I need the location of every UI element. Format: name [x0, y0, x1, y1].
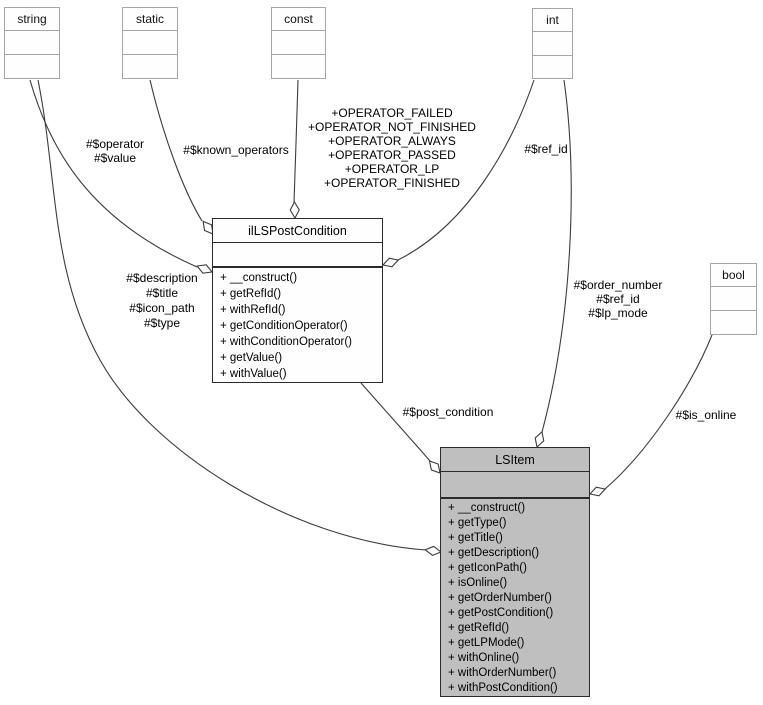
empty-attributes-compartment	[5, 31, 59, 54]
edge-label-is-online: #$is_online	[675, 408, 737, 422]
class-title: string	[5, 8, 59, 31]
aggregation-diamond-const-postcondition	[289, 200, 300, 220]
empty-attributes-compartment	[272, 31, 325, 54]
class-box-const: const	[271, 7, 326, 79]
empty-methods-compartment	[711, 310, 756, 334]
edge-int-to-lsitem	[541, 79, 572, 433]
class-title: ilLSPostCondition	[213, 219, 382, 243]
class-box-illspostcondition[interactable]: ilLSPostCondition + __construct() + getR…	[212, 218, 383, 383]
class-title: int	[533, 9, 572, 32]
aggregation-diamond-int-lsitem	[534, 430, 545, 449]
class-title: static	[123, 8, 177, 31]
class-box-int: int	[532, 8, 573, 79]
class-title: bool	[711, 264, 756, 287]
empty-methods-compartment	[272, 54, 325, 78]
edge-label-operator-constants: +OPERATOR_FAILED +OPERATOR_NOT_FINISHED …	[308, 106, 476, 190]
edge-bool-to-lsitem	[604, 334, 713, 490]
empty-attributes-compartment	[441, 472, 589, 499]
edge-label-item-numbers: #$order_number #$ref_id #$lp_mode	[573, 278, 663, 320]
empty-methods-compartment	[123, 54, 177, 78]
class-title: LSItem	[441, 448, 589, 472]
edge-label-ref-id: #$ref_id	[524, 142, 568, 156]
edge-static-to-postcondition	[149, 79, 203, 222]
aggregation-diamond-bool-lsitem	[588, 486, 607, 497]
class-box-lsitem[interactable]: LSItem + __construct() + getType() + get…	[440, 447, 590, 697]
edge-string-to-lsitem	[37, 79, 427, 551]
empty-attributes-compartment	[711, 287, 756, 310]
empty-methods-compartment	[5, 54, 59, 78]
edge-const-to-postcondition	[293, 79, 299, 204]
methods-list: + __construct() + getType() + getTitle()…	[448, 502, 558, 694]
edge-label-post-condition: #$post_condition	[402, 405, 494, 419]
aggregation-diamond-string-postcondition	[196, 264, 214, 274]
empty-attributes-compartment	[213, 243, 382, 268]
edge-string-to-postcondition	[29, 79, 198, 268]
edge-label-item-fields: #$description #$title #$icon_path #$type	[126, 271, 198, 330]
class-box-static: static	[122, 7, 178, 79]
aggregation-diamond-postcondition-lsitem	[428, 460, 441, 474]
class-box-bool: bool	[710, 263, 757, 335]
edge-postcondition-to-lsitem	[360, 382, 431, 462]
empty-attributes-compartment	[533, 32, 572, 55]
edge-int-to-postcondition	[397, 79, 535, 261]
methods-list: + __construct() + getRefId() + withRefId…	[220, 272, 352, 380]
empty-attributes-compartment	[123, 31, 177, 54]
class-title: const	[272, 8, 325, 31]
aggregation-diamond-string-lsitem	[424, 545, 443, 556]
edge-label-operator-value: #$operator #$value	[85, 137, 145, 165]
empty-methods-compartment	[533, 54, 572, 79]
aggregation-diamond-int-postcondition	[381, 257, 400, 268]
class-box-string: string	[4, 7, 60, 79]
edge-label-known-operators: #$known_operators	[183, 143, 289, 157]
